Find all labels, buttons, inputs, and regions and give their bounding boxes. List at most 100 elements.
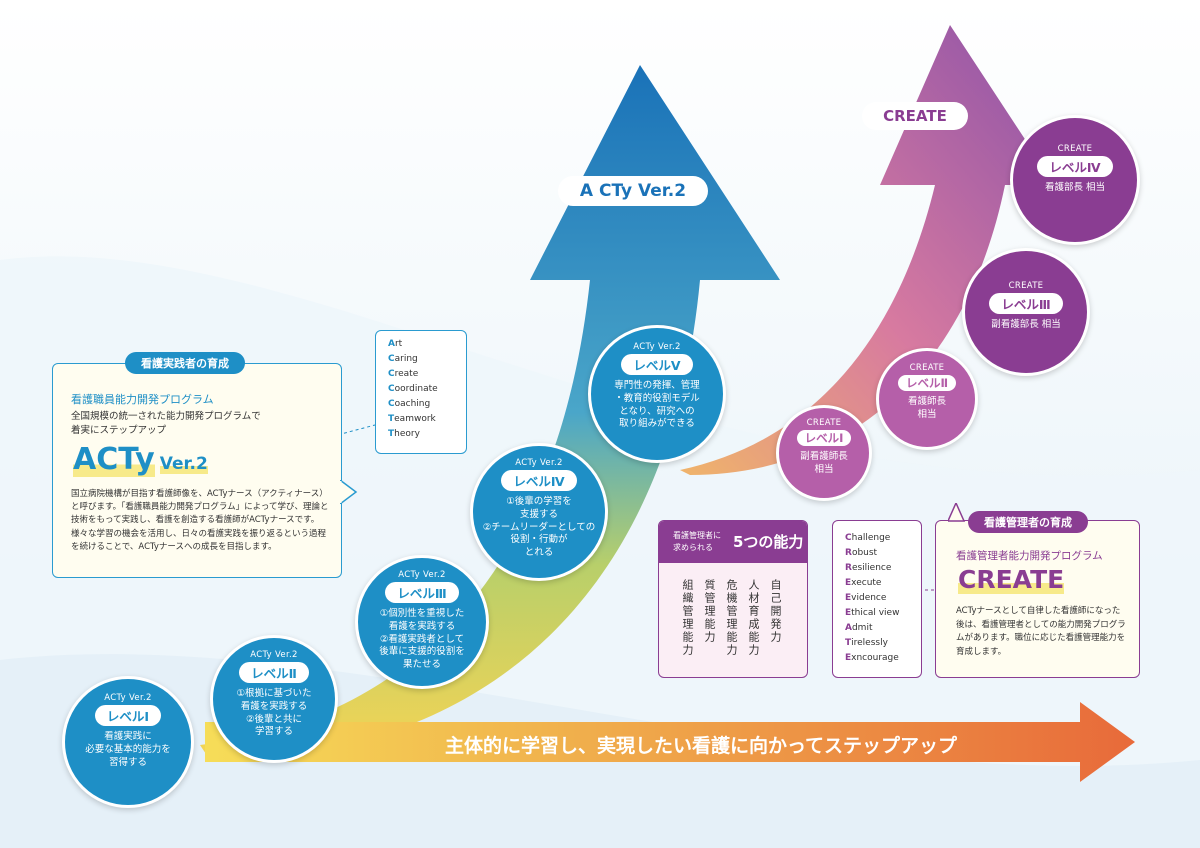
acronym-initial: E <box>845 593 852 603</box>
create-acronym-line: Ethical view <box>845 606 921 621</box>
create-level-3-sub: CREATE <box>1008 281 1044 291</box>
five-abilities-small-1: 看護管理者に <box>673 531 721 540</box>
acty-level-4-desc: ①後輩の学習を 支援する ②チームリーダーとしての 役割・行動が とれる <box>482 496 596 559</box>
acronym-rest: xncourage <box>851 653 899 663</box>
acronym-initial: E <box>845 578 852 588</box>
acronym-rest: rt <box>394 339 403 349</box>
create-level-1-desc: 副看護師長 相当 <box>800 451 848 475</box>
acty-acronym-line: Create <box>388 367 466 382</box>
acronym-initial: C <box>388 369 395 379</box>
ability-4: 質管理能力 <box>703 579 716 644</box>
acronym-rest: dmit <box>851 623 873 633</box>
practitioner-intro-1: 全国規模の統一された能力開発プログラムで <box>71 411 261 422</box>
acty-logo: ACTy Ver.2 <box>73 442 208 477</box>
acty-level-3-label: レベルⅢ <box>385 582 459 603</box>
create-acronym-line: Execute <box>845 576 921 591</box>
acty-level-2-desc: ①根拠に基づいた 看護を実践する ②後輩と共に 学習する <box>236 688 312 738</box>
practitioner-program-title: 看護職員能力開発プログラム <box>71 393 214 406</box>
create-acronym-line: Admit <box>845 621 921 636</box>
acty-level-2-circle: ACTy Ver.2 レベルⅡ ①根拠に基づいた 看護を実践する ②後輩と共に … <box>210 635 338 763</box>
acronym-rest: eamwork <box>394 414 436 424</box>
acronym-initial: T <box>388 429 395 439</box>
create-level-2-circle: CREATE レベルⅡ 看護師長 相当 <box>876 348 978 450</box>
acty-level-4-sub: ACTy Ver.2 <box>515 458 563 468</box>
create-level-2-desc: 看護師長 相当 <box>907 396 946 420</box>
acronym-initial: A <box>388 339 395 349</box>
acty-acronym-line: Coaching <box>388 397 466 412</box>
acty-arrow <box>200 65 780 760</box>
create-arrow <box>680 25 1055 475</box>
practitioner-body: 国立病院機構が目指す看護師像を、ACTyナース（アクティナース）と呼びます。「看… <box>71 489 329 552</box>
create-level-3-desc: 副看護部長 相当 <box>991 319 1061 330</box>
acronym-rest: aring <box>394 354 418 364</box>
create-level-4-sub: CREATE <box>1057 144 1093 154</box>
acty-acronym-line: Caring <box>388 352 466 367</box>
practitioner-tab: 看護実践者の育成 <box>125 352 245 374</box>
acronym-rest: irelessly <box>851 638 888 648</box>
acty-level-1-circle: ACTy Ver.2 レベルⅠ 看護実践に 必要な基本的能力を 習得する <box>62 676 194 808</box>
acty-level-5-desc: 専門性の発揮、管理 ・教育的役割モデル となり、研究への 取り組みができる <box>614 380 700 430</box>
acronym-rest: obust <box>851 548 878 558</box>
acronym-initial: R <box>845 548 852 558</box>
bottom-arrow <box>205 702 1135 782</box>
acty-acronym-line: Coordinate <box>388 382 466 397</box>
acronym-rest: reate <box>394 369 419 379</box>
acronym-initial: R <box>845 563 852 573</box>
create-level-2-sub: CREATE <box>909 363 945 373</box>
create-acronym-line: Exncourage <box>845 651 921 666</box>
acty-level-5-circle: ACTy Ver.2 レベルⅤ 専門性の発揮、管理 ・教育的役割モデル となり、… <box>588 325 726 463</box>
create-level-4-label: レベルⅣ <box>1037 156 1113 177</box>
acronym-rest: esilience <box>851 563 892 573</box>
five-abilities-box: 看護管理者に 求められる 5つの能力 自己開発力 人材育成能力 危機管理能力 質… <box>658 520 808 678</box>
acty-level-3-desc: ①個別性を重視した 看護を実践する ②看護実践者として 後輩に支援的役割を 果た… <box>379 608 465 671</box>
acronym-initial: E <box>845 653 852 663</box>
create-acronym-line: Challenge <box>845 531 921 546</box>
create-acronym-line: Resilience <box>845 561 921 576</box>
acronym-rest: oaching <box>394 399 431 409</box>
acty-level-5-label: レベルⅤ <box>621 354 693 375</box>
five-abilities-small-2: 求められる <box>673 543 713 552</box>
manager-tab: 看護管理者の育成 <box>968 511 1088 533</box>
create-level-3-label: レベルⅢ <box>989 293 1063 314</box>
five-abilities-columns: 自己開発力 人材育成能力 危機管理能力 質管理能力 組織管理能力 <box>679 579 791 674</box>
create-level-1-sub: CREATE <box>806 418 842 428</box>
practitioner-intro-2: 着実にステップアップ <box>71 425 167 436</box>
acronym-initial: T <box>388 414 395 424</box>
ability-5: 組織管理能力 <box>681 579 694 657</box>
acronym-initial: A <box>845 623 852 633</box>
acty-level-2-sub: ACTy Ver.2 <box>250 650 298 660</box>
create-level-2-label: レベルⅡ <box>897 375 957 391</box>
acronym-initial: C <box>845 533 852 543</box>
manager-box: 看護管理者能力開発プログラム CREATE ACTyナースとして自律した看護師に… <box>935 520 1140 678</box>
ability-1: 自己開発力 <box>769 579 782 644</box>
acronym-rest: thical view <box>851 608 900 618</box>
acronym-rest: hallenge <box>851 533 891 543</box>
acty-level-3-circle: ACTy Ver.2 レベルⅢ ①個別性を重視した 看護を実践する ②看護実践者… <box>355 555 489 689</box>
acronym-initial: C <box>388 399 395 409</box>
practitioner-box: 看護職員能力開発プログラム 全国規模の統一された能力開発プログラムで 着実にステ… <box>52 363 342 578</box>
create-acronym-line: Evidence <box>845 591 921 606</box>
ability-3: 危機管理能力 <box>725 579 738 657</box>
practitioner-notch <box>340 480 358 504</box>
acty-level-3-sub: ACTy Ver.2 <box>398 570 446 580</box>
acty-level-1-label: レベルⅠ <box>94 705 162 726</box>
acty-acronym-line: Teamwork <box>388 412 466 427</box>
create-acronym-line: Tirelessly <box>845 636 921 651</box>
create-level-4-circle: CREATE レベルⅣ 看護部長 相当 <box>1010 115 1140 245</box>
create-logo: CREATE <box>958 565 1065 594</box>
create-level-3-circle: CREATE レベルⅢ 副看護部長 相当 <box>962 248 1090 376</box>
acronym-initial: T <box>845 638 852 648</box>
acronym-initial: C <box>388 354 395 364</box>
acty-acronym-line: Theory <box>388 427 466 442</box>
acronym-initial: E <box>845 608 852 618</box>
ability-2: 人材育成能力 <box>747 579 760 657</box>
acty-arrow-label: A CTy Ver.2 <box>558 176 708 206</box>
acty-level-4-circle: ACTy Ver.2 レベルⅣ ①後輩の学習を 支援する ②チームリーダーとして… <box>470 443 608 581</box>
acty-logo-ver: Ver.2 <box>159 454 208 474</box>
